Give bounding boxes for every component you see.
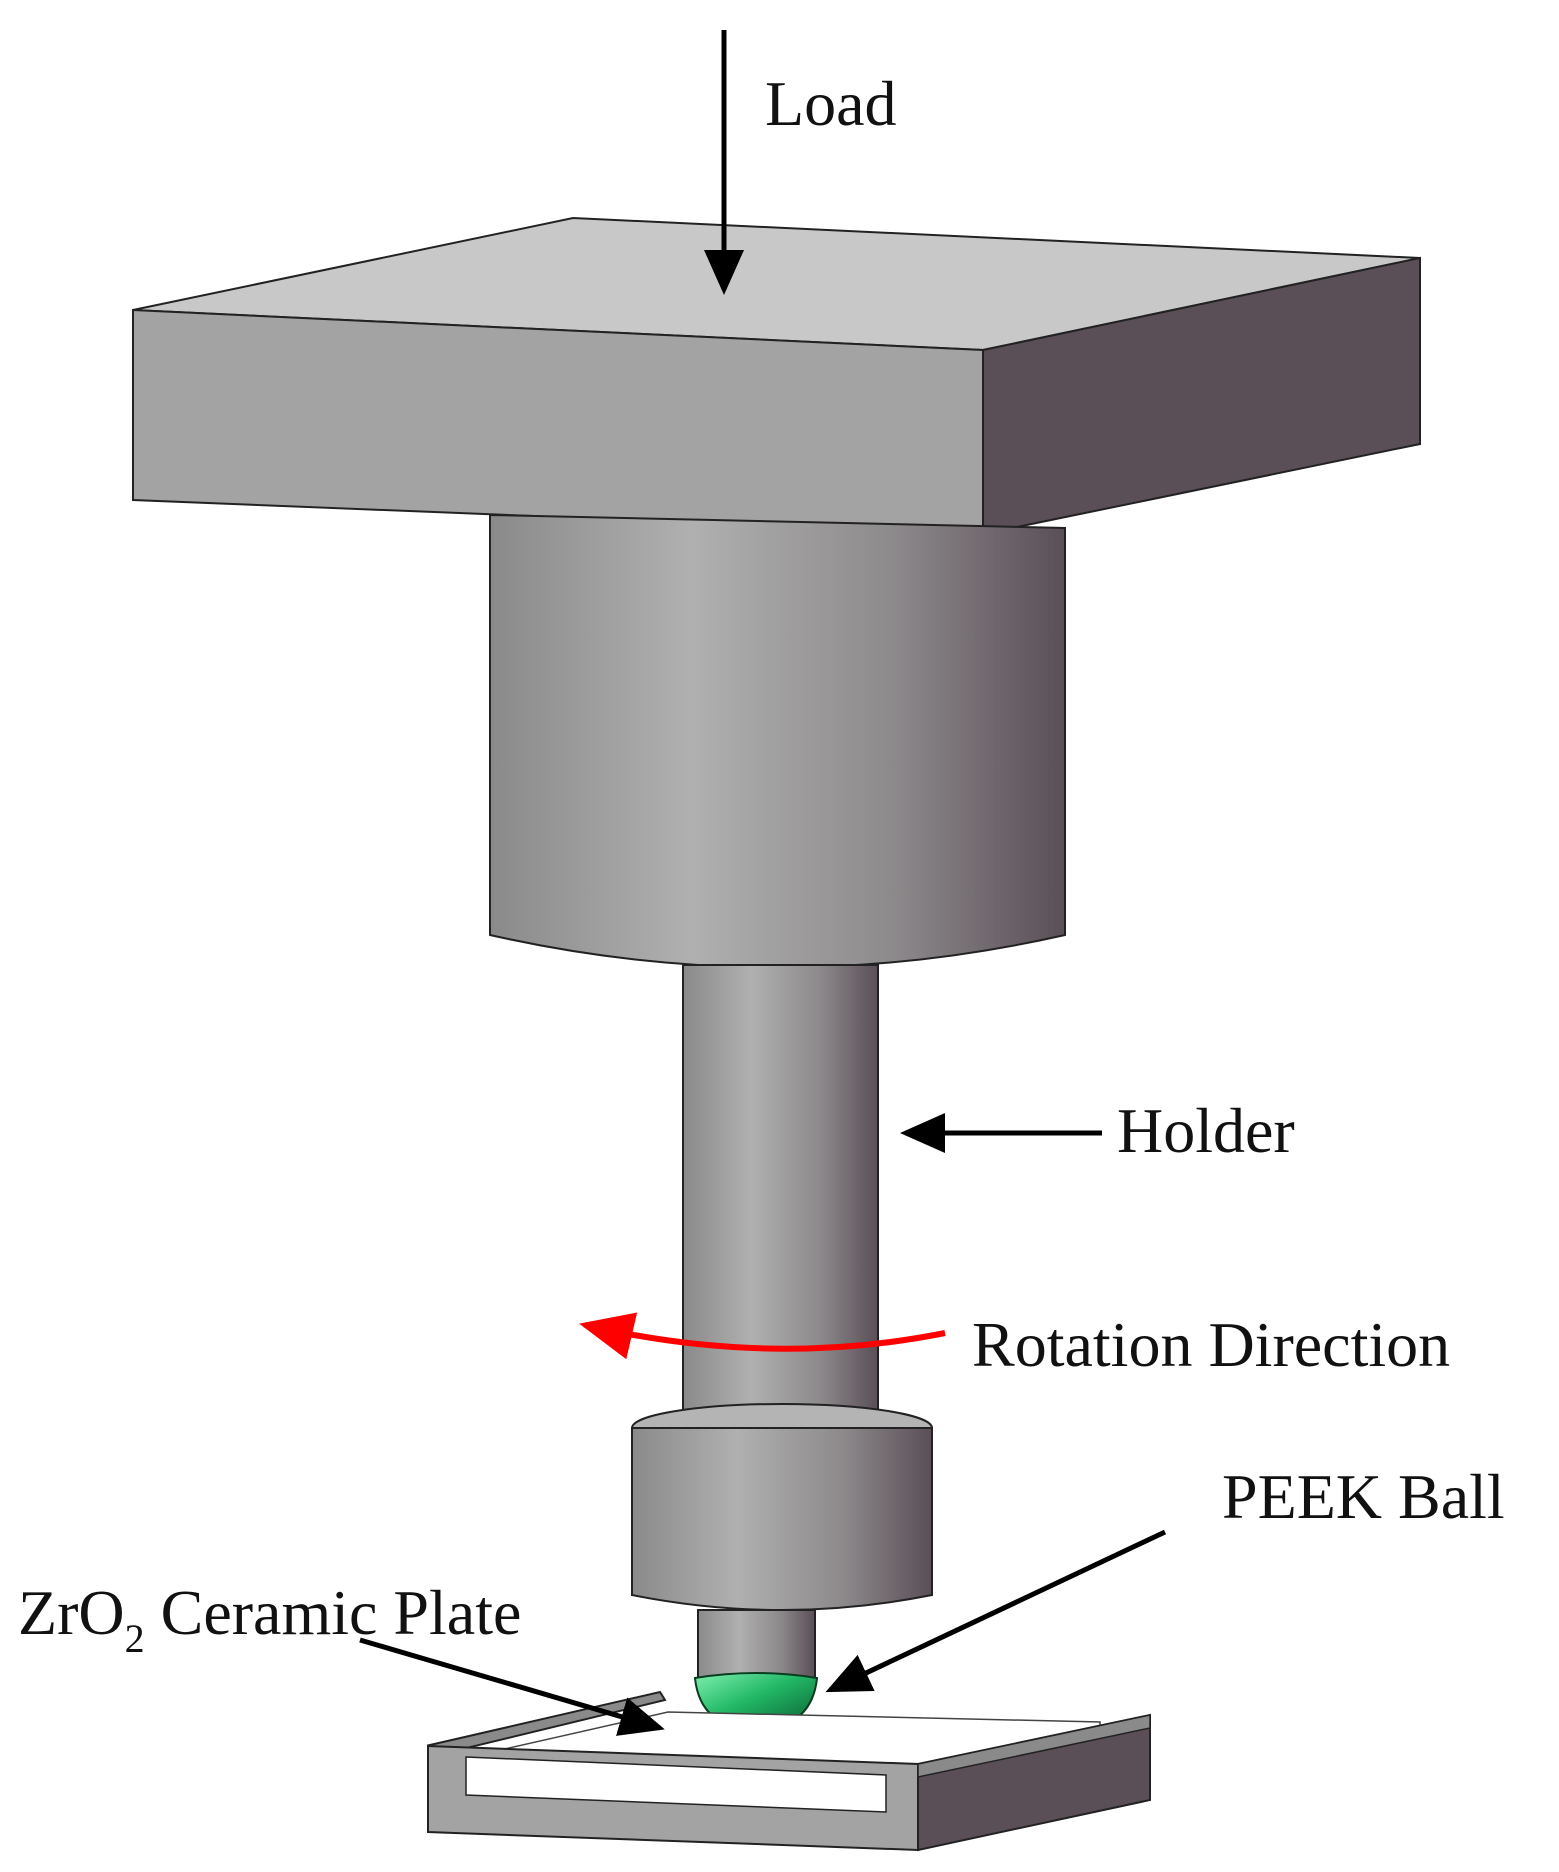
rotation-arrow xyxy=(579,1312,946,1360)
ceramic-plate-label-prefix: ZrO xyxy=(18,1577,125,1648)
holder-collar xyxy=(631,1403,933,1611)
tray-side-inner xyxy=(917,1714,1151,1778)
ball-stem xyxy=(697,1609,816,1681)
ceramic-plate-label-suffix: Ceramic Plate xyxy=(145,1577,522,1648)
tray-front-opening xyxy=(465,1756,887,1813)
ceramic-plate-tray xyxy=(426,1690,1151,1852)
load-plate-side-face xyxy=(982,256,1421,536)
holder-label: Holder xyxy=(1117,1095,1295,1166)
load-label: Load xyxy=(765,68,897,139)
holder-shaft xyxy=(682,964,879,1439)
ceramic-plate-label: ZrO2 Ceramic Plate xyxy=(18,1577,521,1661)
load-plate-front-face xyxy=(132,308,984,536)
rotation-label: Rotation Direction xyxy=(972,1309,1450,1380)
ceramic-plate-arrow xyxy=(359,1637,665,1736)
upper-cylinder xyxy=(489,513,1066,969)
load-plate xyxy=(132,216,1421,536)
peek-ball-label: PEEK Ball xyxy=(1222,1461,1505,1532)
ceramic-plate-label-subscript: 2 xyxy=(125,1616,145,1661)
peek-ball-arrow xyxy=(825,1529,1167,1693)
